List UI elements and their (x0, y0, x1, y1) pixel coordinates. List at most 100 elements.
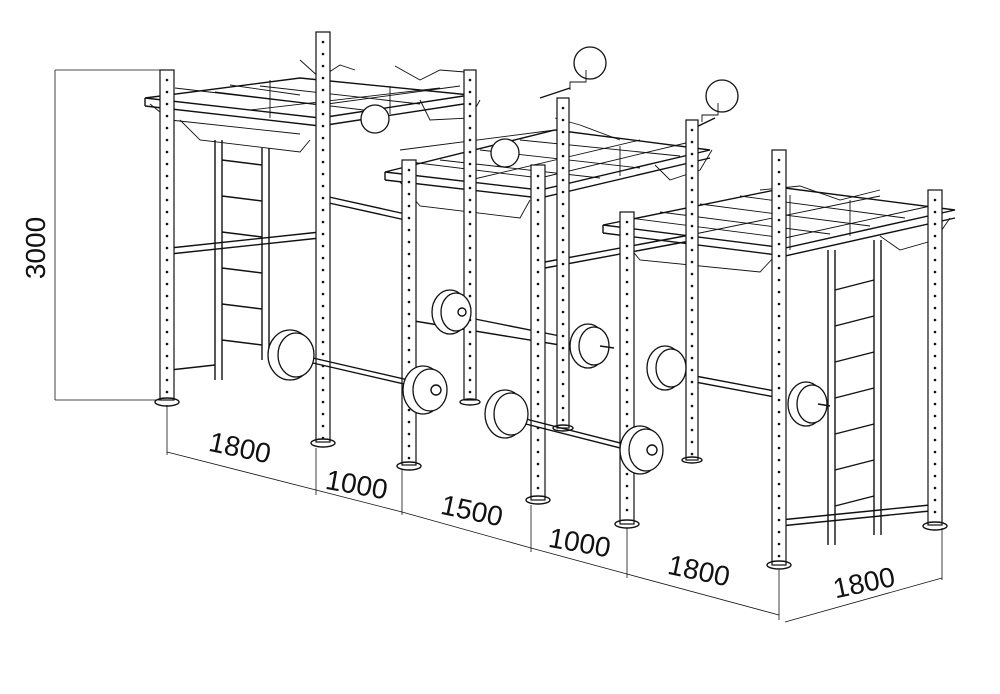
post-hole (407, 444, 411, 448)
post-hole (777, 194, 781, 198)
post-hole (321, 148, 325, 152)
post-hole (690, 308, 694, 312)
post-hole (625, 388, 629, 392)
post-hole (536, 414, 540, 418)
post-hole (407, 252, 411, 256)
post-hole (933, 462, 937, 466)
ladder-rung (834, 315, 875, 327)
post-hole (468, 234, 472, 238)
post-hole (625, 244, 629, 248)
post-hole (625, 508, 629, 512)
post-hole (561, 106, 565, 110)
post-feet (154, 397, 948, 570)
post-hole (407, 264, 411, 268)
post-hole (165, 366, 169, 370)
post-hole (468, 198, 472, 202)
dim-width-1-label: 1800 (206, 426, 273, 469)
post-hole (777, 434, 781, 438)
post-hole (468, 150, 472, 154)
post-hole (165, 294, 169, 298)
post-hole (468, 354, 472, 358)
post-hole (536, 318, 540, 322)
post-hole (777, 398, 781, 402)
post-hole (690, 128, 694, 132)
post-hole (165, 210, 169, 214)
post-hole (321, 184, 325, 188)
post-hole (777, 374, 781, 378)
post-hole (561, 406, 565, 410)
post-hole (536, 366, 540, 370)
post-hole (561, 166, 565, 170)
post-hole (536, 450, 540, 454)
post-hole (777, 362, 781, 366)
post-hole (407, 288, 411, 292)
post-hole (561, 130, 565, 134)
post-hole (777, 446, 781, 450)
post-hole (625, 496, 629, 500)
post-hole (690, 200, 694, 204)
post-hole (625, 232, 629, 236)
post-hole (536, 186, 540, 190)
post-hole (777, 518, 781, 522)
post-hole (933, 342, 937, 346)
post-hole (777, 266, 781, 270)
post-hole (321, 376, 325, 380)
post-hole (933, 234, 937, 238)
post-hole (933, 294, 937, 298)
post-hole (690, 224, 694, 228)
post-hole (561, 274, 565, 278)
dim-width-2-label: 1000 (323, 464, 390, 505)
dim-width-3-label: 1500 (438, 489, 505, 532)
post-hole (625, 280, 629, 284)
post-hole (625, 412, 629, 416)
post-hole (933, 510, 937, 514)
post-hole (536, 294, 540, 298)
post-hole (321, 292, 325, 296)
post-hole (165, 126, 169, 130)
post-hole (625, 340, 629, 344)
post-hole (690, 272, 694, 276)
post-hole (321, 124, 325, 128)
post-hole (777, 350, 781, 354)
post-hole (407, 336, 411, 340)
post-hole (561, 118, 565, 122)
post-hole (468, 126, 472, 130)
post-hole (625, 304, 629, 308)
post-hole (407, 360, 411, 364)
post-hole (561, 154, 565, 158)
post-hole (165, 198, 169, 202)
post-hole (468, 102, 472, 106)
post-hole (321, 280, 325, 284)
post-hole (777, 230, 781, 234)
post-hole (321, 424, 325, 428)
post-hole (625, 220, 629, 224)
post-hole (561, 214, 565, 218)
post-hole (536, 210, 540, 214)
post-hole (625, 256, 629, 260)
post-hole (321, 40, 325, 44)
wall-targets (360, 46, 739, 168)
post-hole (407, 456, 411, 460)
ladder-left (214, 140, 270, 380)
ladder-rung (834, 423, 875, 435)
ladder-rung (221, 195, 263, 202)
post-hole (321, 88, 325, 92)
post-hole (321, 244, 325, 248)
post-hole (690, 164, 694, 168)
post-hole (321, 268, 325, 272)
post-hole (321, 328, 325, 332)
post-hole (468, 366, 472, 370)
post-hole (321, 196, 325, 200)
post-hole (561, 238, 565, 242)
post-hole (165, 270, 169, 274)
post-hole (690, 248, 694, 252)
post-hole (561, 334, 565, 338)
ladder-rung (834, 387, 875, 399)
post-hole (561, 370, 565, 374)
post-hole (407, 432, 411, 436)
post-hole (165, 114, 169, 118)
post-hole (407, 204, 411, 208)
post-hole (777, 542, 781, 546)
post-hole (625, 352, 629, 356)
